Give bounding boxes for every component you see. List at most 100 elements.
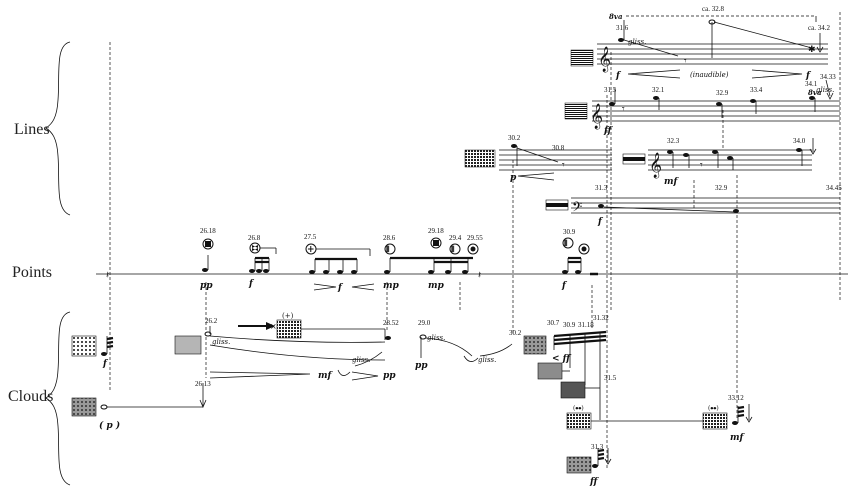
gliss-label: gliss. [352, 356, 370, 364]
dynamic-marking: mp [428, 281, 445, 291]
time-label: 32.3 [667, 137, 680, 145]
gliss-label: gliss. [816, 86, 834, 94]
ottava-mark: 8va [808, 88, 822, 97]
time-label: 33.4 [750, 86, 763, 94]
dynamic-marking: mf [664, 177, 680, 187]
treble-clef-1: 𝄞 [598, 46, 611, 72]
section-label-points: Points [12, 264, 53, 281]
dynamic-marking: < ff [552, 354, 572, 364]
dynamic-marking: ff [603, 126, 613, 136]
time-label: 31.3 [595, 184, 608, 192]
svg-text:×: × [270, 322, 277, 331]
dynamic-marking: f [597, 217, 604, 227]
time-label: 30.8 [552, 144, 565, 152]
points-cluster-4 [562, 256, 598, 276]
treble-clef-3: 𝄞 [649, 152, 662, 178]
cloud-texture-4 [276, 319, 302, 339]
svg-text:(⦁⦁): (⦁⦁) [708, 405, 719, 412]
time-label: 34.33 [820, 73, 836, 81]
svg-text:𝄾: 𝄾 [622, 104, 625, 115]
dynamic-marking: f [561, 281, 568, 291]
time-label: 34.45 [826, 184, 842, 192]
gliss-label: gliss. [427, 334, 445, 342]
staff-lines-2 [592, 100, 840, 122]
time-label: 29.55 [467, 234, 483, 242]
svg-text:𝄾: 𝄾 [700, 160, 703, 171]
cloud-texture-3 [174, 335, 202, 355]
staff-lines-1 [597, 43, 828, 65]
dynamic-marking: f [615, 71, 622, 81]
gliss-label: gliss. [628, 38, 646, 46]
gliss-label: gliss. [478, 356, 496, 364]
dynamic-marking: ff [589, 477, 599, 487]
time-label: ca. 32.8 [702, 5, 724, 13]
staff-lines-4 [571, 197, 840, 214]
inaudible-label: (inaudible) [690, 71, 729, 79]
points-cluster-2 [309, 257, 358, 274]
dynamic-marking: pp [200, 281, 213, 291]
time-label: ca. 34.2 [808, 24, 830, 32]
treble-clef-2: 𝄞 [590, 103, 603, 129]
brace-clouds [45, 311, 71, 486]
staff1-texture [570, 49, 594, 67]
time-label: 26.18 [200, 227, 216, 235]
cloud-texture-6 [537, 362, 563, 380]
time-label: 26.13 [195, 380, 211, 388]
cloud-texture-5 [523, 335, 547, 355]
dynamic-marking: mp [383, 281, 400, 291]
svg-text:(⦁⦁): (⦁⦁) [573, 405, 584, 412]
time-label: 26.8 [248, 234, 261, 242]
time-label: 30.7 [547, 319, 560, 327]
section-label-lines: Lines [14, 121, 50, 138]
dynamic-marking: p [510, 173, 517, 183]
dynamic-marking: f [805, 71, 812, 81]
brace-lines [45, 41, 71, 216]
dynamic-marking: pp [415, 361, 428, 371]
time-label: 32.9 [715, 184, 728, 192]
time-label: 29.0 [418, 319, 431, 327]
staff-lines-3 [499, 149, 612, 171]
time-label: 33.12 [728, 394, 744, 402]
dynamic-marking: f [248, 279, 255, 289]
cloud-texture-9 [702, 412, 728, 430]
time-label: 31.6 [616, 24, 629, 32]
time-label: 27.5 [304, 233, 317, 241]
svg-text:⦀: ⦀ [564, 238, 568, 248]
staff3-texture [464, 149, 496, 168]
time-label: 30.2 [509, 329, 522, 337]
time-label: 29.4 [449, 234, 462, 242]
cloud-texture-10 [566, 456, 592, 474]
dynamic-marking: ( p ) [99, 420, 120, 431]
dynamic-marking: mf [730, 433, 746, 443]
svg-text:(+): (+) [282, 312, 294, 320]
time-label: 26.2 [205, 317, 218, 325]
svg-text:+: + [307, 245, 315, 255]
time-label: 31.18 [578, 321, 594, 329]
svg-text:⦀: ⦀ [386, 244, 390, 254]
section-label-clouds: Clouds [8, 388, 54, 405]
svg-text:𝄽: 𝄽 [478, 270, 481, 281]
time-label: 32.9 [716, 89, 729, 97]
dynamic-marking: f [102, 359, 109, 369]
time-label: 28.52 [383, 319, 399, 327]
svg-text:⦀: ⦀ [451, 244, 455, 254]
cloud-texture-1 [71, 335, 97, 357]
time-label: 29.18 [428, 227, 444, 235]
svg-text:𝄾: 𝄾 [684, 56, 687, 67]
bass-clef: 𝄢 [572, 199, 582, 218]
svg-text:𝄽: 𝄽 [106, 270, 109, 281]
time-label: 34.1 [805, 80, 818, 88]
points-cluster-3 [390, 256, 473, 274]
time-label: 28.6 [383, 234, 396, 242]
time-label: 30.9 [563, 228, 576, 236]
time-label: 34.0 [793, 137, 806, 145]
points-cluster-1 [249, 256, 270, 273]
time-label: 32.1 [652, 86, 665, 94]
svg-text:𝄾: 𝄾 [562, 160, 565, 171]
cloud-texture-7 [560, 381, 586, 399]
cloud-texture-2 [71, 397, 97, 417]
cloud-texture-8 [566, 412, 592, 430]
clouds-beams [553, 330, 607, 420]
time-label: 31.5 [604, 374, 617, 382]
